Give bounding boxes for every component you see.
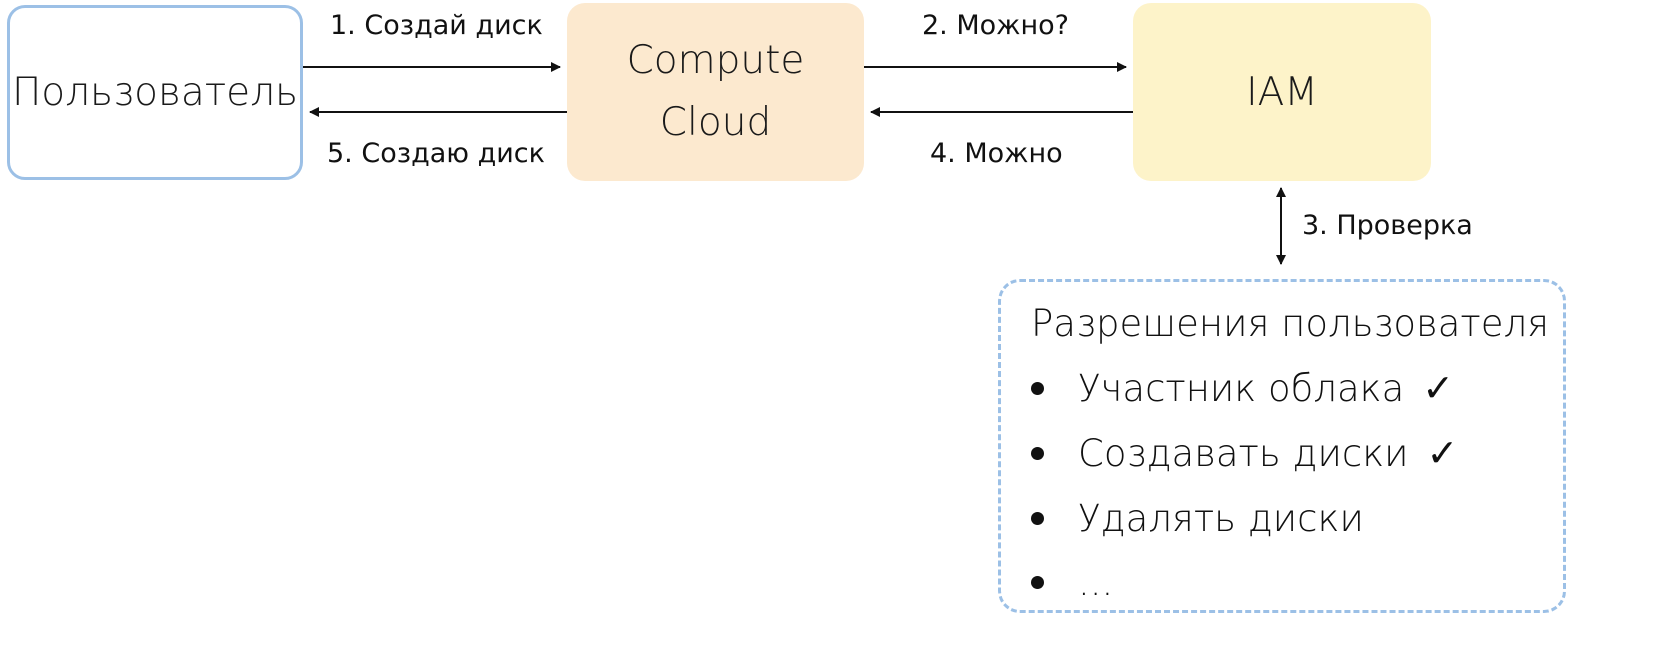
permission-label: Удалять диски — [1078, 496, 1364, 540]
permission-label: Участник облака — [1078, 366, 1405, 410]
permissions-panel: Разрешения пользователя Участник облака … — [998, 279, 1566, 613]
permission-label: Создавать диски — [1078, 431, 1409, 475]
permission-item: Удалять диски — [1031, 493, 1364, 543]
edge-label-step1: 1. Создай диск — [330, 10, 543, 41]
edge-label-step3: 3. Проверка — [1302, 210, 1473, 241]
permission-item: Участник облака ✓ — [1031, 363, 1454, 413]
compute-node-label-line2: Cloud — [659, 100, 772, 145]
compute-node-label-line1: Compute — [626, 38, 805, 83]
permission-item: Создавать диски ✓ — [1031, 428, 1458, 478]
user-node-label: Пользователь — [11, 70, 299, 115]
permission-item: ... — [1031, 557, 1113, 607]
permissions-title: Разрешения пользователя — [1031, 302, 1550, 345]
edge-label-step5: 5. Создаю диск — [327, 138, 545, 169]
user-node: Пользователь — [7, 5, 303, 180]
compute-cloud-node: Compute Cloud — [567, 3, 864, 181]
bullet-icon — [1031, 381, 1044, 395]
bullet-icon — [1031, 511, 1044, 525]
edge-label-step4: 4. Можно — [930, 138, 1063, 169]
iam-node-label: IAM — [1246, 69, 1318, 115]
bullet-icon — [1031, 575, 1044, 589]
iam-node: IAM — [1133, 3, 1431, 181]
permission-label: ... — [1078, 560, 1114, 604]
edge-label-step2: 2. Можно? — [922, 10, 1069, 41]
check-icon: ✓ — [1426, 431, 1459, 475]
check-icon: ✓ — [1422, 366, 1455, 410]
bullet-icon — [1031, 446, 1044, 460]
